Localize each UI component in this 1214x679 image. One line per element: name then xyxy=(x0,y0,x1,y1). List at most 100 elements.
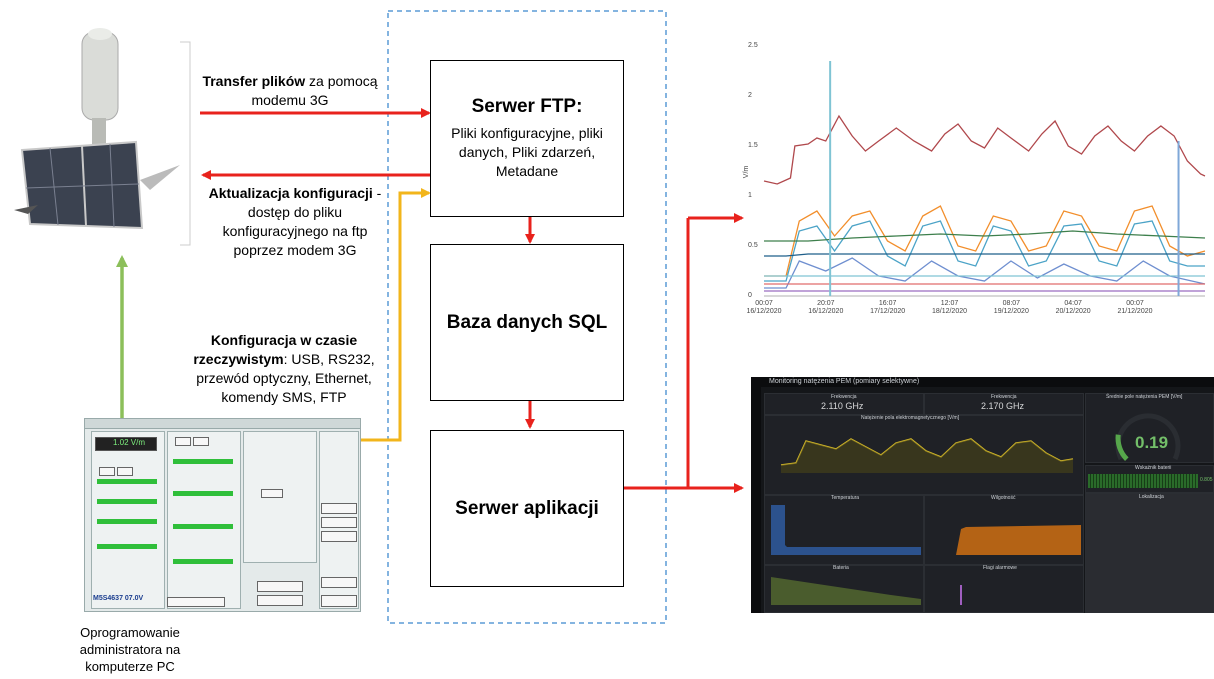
chart-series-2 xyxy=(764,205,1206,277)
chart-x-tick-date: 19/12/2020 xyxy=(993,308,1029,315)
software-button-13[interactable] xyxy=(167,597,225,607)
software-green-bar-8 xyxy=(173,559,233,564)
chart-x-tick-time: 16:07 xyxy=(878,300,897,307)
chart-x-tick-time: 08:07 xyxy=(1002,300,1021,307)
map-panel xyxy=(1085,493,1214,613)
admin-caption: Oprogramowanie administratora na kompute… xyxy=(79,625,181,674)
chart-x-tick-time: 00:07 xyxy=(755,300,773,307)
software-green-bar-1 xyxy=(97,479,157,484)
flags-title: Flagi alarmowe xyxy=(983,565,1017,571)
battery-title: Bateria xyxy=(833,565,849,571)
server-dashed-frame xyxy=(387,10,667,624)
transfer-label: Transfer plików za pomocą modemu 3G xyxy=(185,72,395,110)
software-button-1[interactable] xyxy=(99,467,115,476)
software-green-bar-5 xyxy=(173,459,233,464)
main-chart-title: Natężenie pola elektromagnetycznego [V/m… xyxy=(861,415,960,421)
battery-indicator-value: 0.805 xyxy=(1200,477,1213,483)
ftp-server-box: Serwer FTP: Pliki konfiguracyjne, pliki … xyxy=(430,60,624,217)
chart-y-tick: 2.5 xyxy=(748,42,758,49)
freq-label-1: Frekwencja xyxy=(831,394,857,400)
gauge-value: 0.19 xyxy=(1135,433,1169,452)
chart-x-tick-date: 18/12/2020 xyxy=(931,308,968,315)
line-chart xyxy=(763,61,1206,297)
update-label-rest: - dostęp do pliku konfiguracyjnego na ft… xyxy=(222,185,382,258)
software-panel-mid xyxy=(167,431,241,609)
chart-series-3 xyxy=(764,220,1205,282)
software-green-bar-7 xyxy=(173,524,233,529)
software-button-4[interactable] xyxy=(193,437,209,446)
chart-x-tick-time: 12:07 xyxy=(940,300,959,307)
freq-value-2: 2.170 GHz xyxy=(981,401,1025,411)
chart-y-tick: 0.5 xyxy=(748,242,758,249)
chart-x-tick-date: 20/12/2020 xyxy=(1055,308,1091,315)
sql-database-box: Baza danych SQL xyxy=(430,244,624,401)
software-button-8[interactable] xyxy=(321,531,357,542)
ftp-server-description: Pliki konfiguracyjne, pliki danych, Plik… xyxy=(451,125,603,179)
software-green-bar-3 xyxy=(97,519,157,524)
update-label: Aktualizacja konfiguracji - dostęp do pl… xyxy=(205,184,385,260)
software-button-5[interactable] xyxy=(261,489,283,498)
transfer-label-bold: Transfer plików xyxy=(202,73,306,89)
app-server-title: Serwer aplikacji xyxy=(455,497,599,519)
software-value-text: 1.02 V/m xyxy=(113,438,146,447)
dashboard-title: Monitoring natężenia PEM (pomiary selekt… xyxy=(769,378,920,385)
software-green-bar-2 xyxy=(97,499,157,504)
realtime-label: Konfiguracja w czasie rzeczywistym: USB,… xyxy=(188,331,380,407)
software-serial: M5S4637 07.0V xyxy=(93,595,144,602)
admin-software-screenshot: 1.02 V/m M5S4637 07.0V xyxy=(84,418,361,612)
output-line xyxy=(623,218,690,490)
map-title: Lokalizacja xyxy=(1139,494,1164,500)
main-chart-signal xyxy=(780,438,1074,473)
battery-indicator-title: Wskaźnik baterii xyxy=(1135,465,1172,471)
software-button-7[interactable] xyxy=(321,517,357,528)
chart-x-tick-date: 16/12/2020 xyxy=(746,308,782,315)
chart-x-tick-time: 20:07 xyxy=(817,300,835,307)
chart-x-tick-date: 17/12/2020 xyxy=(870,308,906,315)
software-green-bar-6 xyxy=(173,491,233,496)
chart-x-tick-date: 21/12/2020 xyxy=(1117,308,1153,315)
transfer-label-rest: za pomocą modemu 3G xyxy=(251,73,378,108)
chart-x-tick-time: 00:07 xyxy=(1126,300,1144,307)
software-button-12[interactable] xyxy=(321,595,357,607)
realtime-label-bold: Konfiguracja w czasie rzeczywistym xyxy=(193,332,358,367)
software-button-6[interactable] xyxy=(321,503,357,514)
chart-y-label: V/m xyxy=(743,165,751,179)
chart-y-tick: 1.5 xyxy=(748,142,758,149)
grafana-dashboard: Monitoring natężenia PEM (pomiary selekt… xyxy=(751,377,1214,613)
app-server-box: Serwer aplikacji xyxy=(430,430,624,587)
chart-x-tick-date: 16/12/2020 xyxy=(808,308,844,315)
dashboard-sidebar xyxy=(751,387,761,613)
chart-y-tick: 2 xyxy=(748,92,752,99)
chart-x-tick-time: 04:07 xyxy=(1064,300,1082,307)
freq-panel-2 xyxy=(924,393,1084,415)
chart-series-5 xyxy=(764,253,1205,257)
software-button-3[interactable] xyxy=(175,437,191,446)
software-button-2[interactable] xyxy=(117,467,133,476)
chart-series-4 xyxy=(764,230,1206,242)
sql-database-title: Baza danych SQL xyxy=(446,311,608,333)
software-button-10[interactable] xyxy=(257,595,303,606)
chart-y-tick: 0 xyxy=(748,292,752,299)
yellow-arrow xyxy=(361,188,431,442)
software-titlebar xyxy=(85,419,360,429)
software-button-11[interactable] xyxy=(321,577,357,588)
solar-station-illustration xyxy=(14,28,191,246)
temperature-title: Temperatura xyxy=(831,495,860,501)
flags-panel xyxy=(924,565,1084,613)
freq-panel-1 xyxy=(764,393,924,415)
ftp-server-title: Serwer FTP: xyxy=(471,96,583,117)
software-button-9[interactable] xyxy=(257,581,303,592)
software-green-bar-4 xyxy=(97,544,157,549)
realtime-label-rest: : USB, RS232, przewód optyczny, Ethernet… xyxy=(196,351,375,405)
chart-series-1 xyxy=(763,114,1206,185)
gauge-panel xyxy=(1085,393,1214,463)
freq-value-1: 2.110 GHz xyxy=(821,401,864,411)
